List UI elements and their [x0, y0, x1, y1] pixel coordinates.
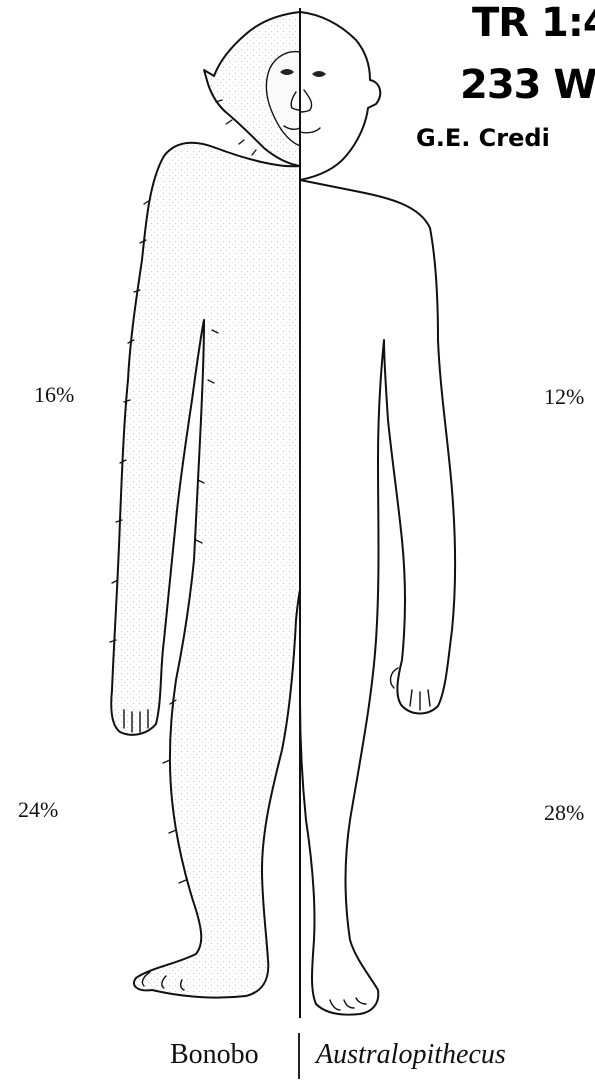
percentage-lower-left: 24% [18, 797, 58, 823]
percentage-upper-left: 16% [34, 382, 74, 408]
percentage-upper-right: 12% [544, 384, 584, 410]
header-line-3: G.E. Credi [416, 124, 550, 152]
bonobo-figure [110, 12, 300, 998]
bonobo-body [111, 143, 300, 998]
header-line-2: 233 W [460, 62, 595, 108]
caption-bonobo: Bonobo [170, 1039, 259, 1071]
header-line-1: TR 1:4 [472, 0, 595, 46]
australopithecus-body [300, 180, 455, 1015]
australopithecus-head [300, 12, 380, 180]
percentage-lower-right: 28% [544, 800, 584, 826]
australopithecus-figure [300, 12, 455, 1015]
caption-separator [298, 1033, 300, 1079]
caption-australopithecus: Australopithecus [316, 1039, 506, 1071]
